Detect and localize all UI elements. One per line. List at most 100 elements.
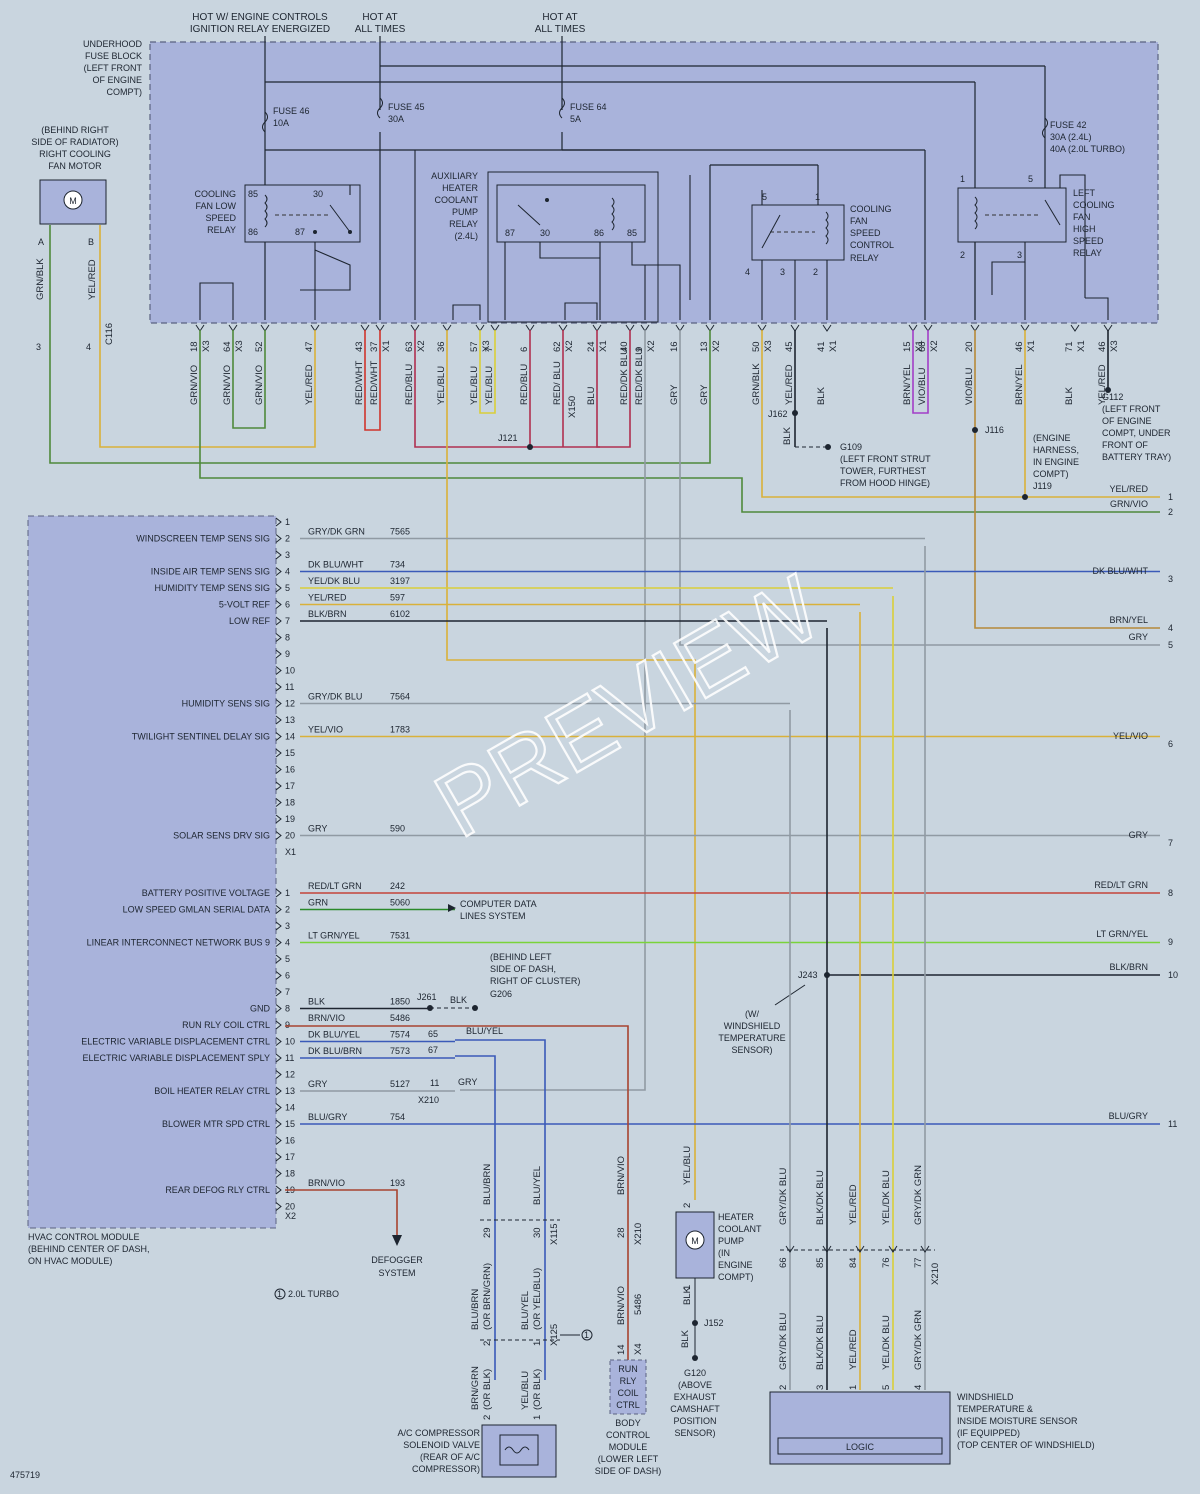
svg-text:RUN RLY COIL CTRL: RUN RLY COIL CTRL <box>182 1020 270 1030</box>
x2-pin-7: 7 <box>275 987 290 997</box>
svg-text:BRN/YEL: BRN/YEL <box>1014 364 1025 405</box>
x1-pin-8: 8 <box>275 633 290 643</box>
aux-relay-outline <box>487 171 659 323</box>
x1-pin-15: 15 <box>275 748 295 758</box>
svg-text:24: 24 <box>586 341 597 352</box>
svg-text:(BEHIND CENTER OF DASH,: (BEHIND CENTER OF DASH, <box>28 1244 150 1254</box>
svg-text:(BEHIND LEFT: (BEHIND LEFT <box>490 952 552 962</box>
j243-label: J243 <box>798 970 818 980</box>
svg-text:(LEFT FRONT STRUT: (LEFT FRONT STRUT <box>840 454 931 464</box>
x1-pin-11: 11 <box>275 682 294 692</box>
svg-text:FRONT OF: FRONT OF <box>1102 440 1148 450</box>
svg-text:5127: 5127 <box>390 1079 410 1089</box>
svg-text:BLK: BLK <box>816 386 827 405</box>
svg-text:HUMIDITY SENS SIG: HUMIDITY SENS SIG <box>182 699 270 709</box>
svg-text:BLK: BLK <box>450 995 467 1005</box>
svg-text:6: 6 <box>285 971 290 981</box>
j116-splice <box>972 427 978 433</box>
motor-icon <box>63 190 83 210</box>
svg-text:BLU: BLU <box>586 386 597 405</box>
svg-text:590: 590 <box>390 824 405 834</box>
svg-text:RED/BLU: RED/BLU <box>404 364 415 405</box>
svg-text:YEL/BLU: YEL/BLU <box>682 1146 693 1185</box>
svg-text:2: 2 <box>482 1415 493 1420</box>
svg-text:2: 2 <box>1168 507 1173 517</box>
svg-text:CONTROL: CONTROL <box>606 1430 650 1440</box>
svg-text:5486: 5486 <box>390 1013 410 1023</box>
svg-text:BLK: BLK <box>682 1286 693 1305</box>
svg-text:BLU/BRN: BLU/BRN <box>482 1164 493 1205</box>
j121-splice <box>527 444 533 450</box>
svg-text:4: 4 <box>1168 623 1173 633</box>
fuse-45: FUSE 45 30A <box>377 97 425 124</box>
svg-text:SOLAR SENS DRV SIG: SOLAR SENS DRV SIG <box>173 831 270 841</box>
svg-text:FAN MOTOR: FAN MOTOR <box>48 161 102 171</box>
svg-text:63: 63 <box>404 341 415 352</box>
svg-text:7573: 7573 <box>390 1046 410 1056</box>
x1-pin-9: 9 <box>275 649 290 659</box>
svg-text:X125: X125 <box>549 1324 560 1346</box>
svg-text:2: 2 <box>285 905 290 915</box>
svg-text:G112: G112 <box>1102 392 1123 402</box>
svg-text:12: 12 <box>285 1070 295 1080</box>
svg-text:DK BLU/BRN: DK BLU/BRN <box>308 1046 362 1056</box>
svg-text:5: 5 <box>1168 640 1173 650</box>
svg-text:CTRL: CTRL <box>616 1400 640 1410</box>
svg-text:71: 71 <box>1064 341 1075 352</box>
svg-text:BLU/GRY: BLU/GRY <box>308 1112 347 1122</box>
ac-compressor-solenoid: BLU/BRN BLU/YEL 29 30 X115 BLU/BRN (OR B… <box>397 1164 593 1478</box>
svg-text:X1: X1 <box>1076 340 1087 352</box>
svg-text:7: 7 <box>1168 838 1173 848</box>
svg-text:20: 20 <box>285 831 295 841</box>
svg-text:20: 20 <box>285 1202 295 1212</box>
svg-text:FUSE 46: FUSE 46 <box>273 106 310 116</box>
x1-pin-1: 1 <box>275 517 290 527</box>
svg-text:(OR BLK): (OR BLK) <box>482 1369 493 1410</box>
svg-text:13: 13 <box>699 341 710 352</box>
svg-text:6102: 6102 <box>390 609 410 619</box>
svg-text:RELAY: RELAY <box>449 219 478 229</box>
hot-all-times-label-1: HOT AT <box>362 12 397 23</box>
svg-text:(ABOVE: (ABOVE <box>678 1380 712 1390</box>
svg-text:BLK: BLK <box>1064 386 1075 405</box>
svg-text:X1: X1 <box>914 340 925 352</box>
heater-coolant-pump: YEL/BLU 2 M 1 BLK J152 BLK HEATER COOLAN… <box>670 1146 762 1438</box>
svg-text:11: 11 <box>285 1053 294 1063</box>
svg-text:SIDE OF RADIATOR): SIDE OF RADIATOR) <box>31 137 118 147</box>
svg-text:FUSE 42: FUSE 42 <box>1050 120 1087 130</box>
svg-text:1: 1 <box>960 174 965 184</box>
svg-text:LOW SPEED GMLAN SERIAL DATA: LOW SPEED GMLAN SERIAL DATA <box>123 905 270 915</box>
svg-text:86: 86 <box>248 227 258 237</box>
svg-text:11: 11 <box>285 682 294 692</box>
x2-pin-12: 12 <box>275 1070 295 1080</box>
svg-text:X210: X210 <box>930 1263 941 1285</box>
svg-text:BLU/GRY: BLU/GRY <box>1109 1111 1148 1121</box>
svg-text:TOWER, FURTHEST: TOWER, FURTHEST <box>840 466 927 476</box>
svg-text:X3: X3 <box>234 340 245 352</box>
svg-text:ENGINE: ENGINE <box>718 1260 753 1270</box>
svg-text:5: 5 <box>762 192 767 202</box>
svg-text:87: 87 <box>295 227 305 237</box>
x1-pin-13: 13 <box>275 715 295 725</box>
svg-text:LINES SYSTEM: LINES SYSTEM <box>460 911 526 921</box>
svg-text:SIDE OF DASH): SIDE OF DASH) <box>595 1466 662 1476</box>
svg-text:15: 15 <box>285 748 295 758</box>
c116-label: C116 <box>104 323 115 345</box>
hot-engine-controls-label-1: HOT W/ ENGINE CONTROLS <box>192 12 328 23</box>
svg-text:A/C COMPRESSOR: A/C COMPRESSOR <box>397 1428 480 1438</box>
svg-text:YEL/RED: YEL/RED <box>304 364 315 405</box>
svg-text:(BEHIND RIGHT: (BEHIND RIGHT <box>41 125 109 135</box>
hvac-module-label: HVAC CONTROL MODULE (BEHIND CENTER OF DA… <box>28 1232 150 1266</box>
svg-text:HARNESS,: HARNESS, <box>1033 445 1079 455</box>
x1-pin-17: 17 <box>275 781 295 791</box>
fuse-46: FUSE 46 10A <box>262 106 310 133</box>
